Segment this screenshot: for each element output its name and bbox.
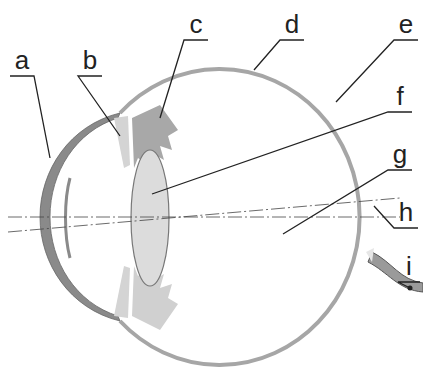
- iris: [114, 266, 130, 318]
- leader-line: [152, 112, 412, 194]
- leader-line: [254, 40, 304, 70]
- part-letter: g: [388, 140, 412, 168]
- leader-line: [283, 170, 412, 234]
- part-letter: f: [388, 82, 412, 110]
- leader-line: [160, 40, 208, 118]
- leader-dot: [408, 286, 413, 291]
- part-letter: i: [397, 252, 421, 280]
- optic-nerve: [368, 252, 423, 292]
- part-letter: d: [280, 10, 304, 38]
- part-letter: b: [78, 46, 102, 74]
- optic-disc: [366, 248, 374, 262]
- part-letter: e: [394, 10, 418, 38]
- part-letter: c: [184, 10, 208, 38]
- leader-line: [336, 40, 418, 102]
- lens: [131, 150, 169, 286]
- visual-axis: [8, 198, 400, 232]
- optical-axis: [8, 217, 400, 218]
- leader-line: [78, 76, 120, 136]
- anterior-chamber: [66, 178, 71, 258]
- part-letter: h: [394, 198, 418, 226]
- part-letter: a: [10, 46, 34, 74]
- leader-line: [10, 76, 50, 158]
- iris: [114, 116, 130, 168]
